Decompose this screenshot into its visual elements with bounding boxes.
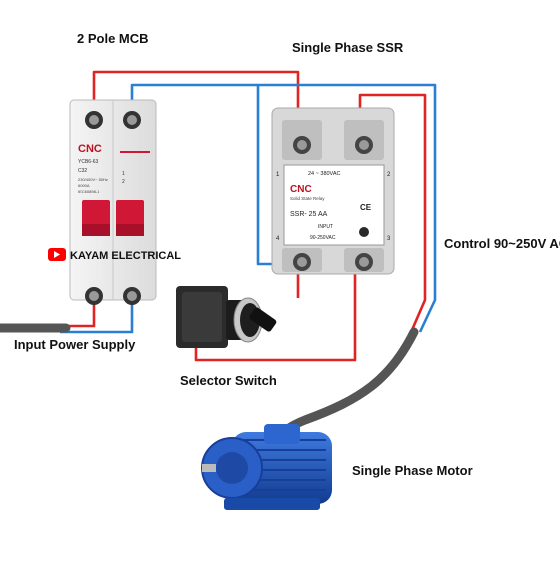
mcb-breaker: CNC YCB6-63 C32 230/400V~ 50Hz 6000A IEC… xyxy=(69,99,157,305)
mcb-spec-1: 230/400V~ 50Hz xyxy=(78,177,108,182)
motor-cable xyxy=(273,327,419,443)
ssr-status-led xyxy=(359,227,369,237)
neutral-wire-input xyxy=(60,300,134,334)
selector-knob[interactable] xyxy=(248,306,277,332)
mcb-model: YCB6-63 xyxy=(78,159,99,165)
ssr-input-label: INPUT xyxy=(318,224,333,230)
mcb-rating: C32 xyxy=(78,168,87,174)
mcb-pole-mark-1: 1 xyxy=(122,171,125,177)
motor-label: Single Phase Motor xyxy=(352,463,473,478)
ssr-subtitle: Solid State Relay xyxy=(290,196,325,201)
input-power-label: Input Power Supply xyxy=(14,337,136,352)
ssr-brand: CNC xyxy=(290,184,312,195)
mcb-spec-2: 6000A xyxy=(78,183,90,188)
ssr-terminal-label-1: 1 xyxy=(276,172,280,178)
control-voltage-label: Control 90~250V AC xyxy=(444,236,560,251)
mcb-label: 2 Pole MCB xyxy=(77,31,149,46)
neutral-wire-to-motor xyxy=(258,83,437,333)
watermark-text: KAYAM ELECTRICAL xyxy=(70,250,181,262)
ssr-terminal-label-2: 2 xyxy=(387,172,391,178)
ssr-model: SSR- 25 AA xyxy=(290,211,328,218)
selector-switch-label: Selector Switch xyxy=(180,373,277,388)
motor-terminal-box xyxy=(264,424,300,444)
ssr-terminal-label-3: 3 xyxy=(387,236,391,242)
neutral-wire-mcb-to-ssr xyxy=(130,83,296,266)
mcb-pole-mark-2: 2 xyxy=(122,179,125,185)
ssr-ce-mark: CE xyxy=(360,203,372,212)
ssr-terminal-label-4: 4 xyxy=(276,236,280,242)
selector-switch xyxy=(176,286,277,348)
live-wire-ssr-to-motor xyxy=(358,93,427,331)
single-phase-motor xyxy=(201,424,332,510)
mcb-brand: CNC xyxy=(78,143,102,155)
ssr-input-range: 90-250VAC xyxy=(310,235,336,241)
motor-shaft xyxy=(202,464,216,472)
watermark: KAYAM ELECTRICAL xyxy=(48,248,181,262)
ssr-load-range: 24 ~ 380VAC xyxy=(308,171,340,177)
live-wire-input xyxy=(60,300,96,328)
solid-state-relay: 1 2 24 ~ 380VAC CNC Solid State Relay CE… xyxy=(271,107,395,275)
ssr-label: Single Phase SSR xyxy=(292,40,404,55)
mcb-spec-3: IEC60898-1 xyxy=(78,189,100,194)
